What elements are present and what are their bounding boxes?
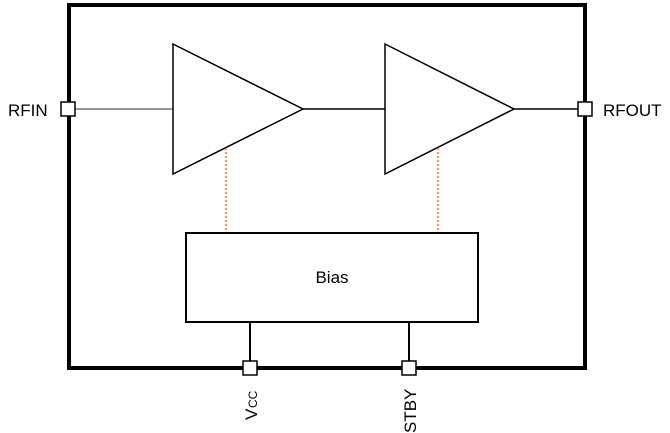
bias-block <box>185 232 479 323</box>
amplifier-1 <box>172 42 305 176</box>
amplifier-2 <box>384 42 516 176</box>
vcc-label: V CC <box>242 390 261 420</box>
vcc-pin <box>242 360 258 376</box>
rfin-label: RFIN <box>8 101 48 120</box>
stby-label: STBY <box>401 389 420 433</box>
rfout-pin <box>577 101 593 117</box>
stby-pin <box>401 360 417 376</box>
chip-boundary <box>67 3 587 370</box>
vcc-label-sub: CC <box>246 390 260 408</box>
rfin-pin <box>60 101 76 117</box>
rfout-label: RFOUT <box>603 101 662 120</box>
bias-label: Bias <box>315 268 348 287</box>
vcc-label-main: V <box>242 408 261 420</box>
stby-label-group: STBY <box>401 389 420 433</box>
